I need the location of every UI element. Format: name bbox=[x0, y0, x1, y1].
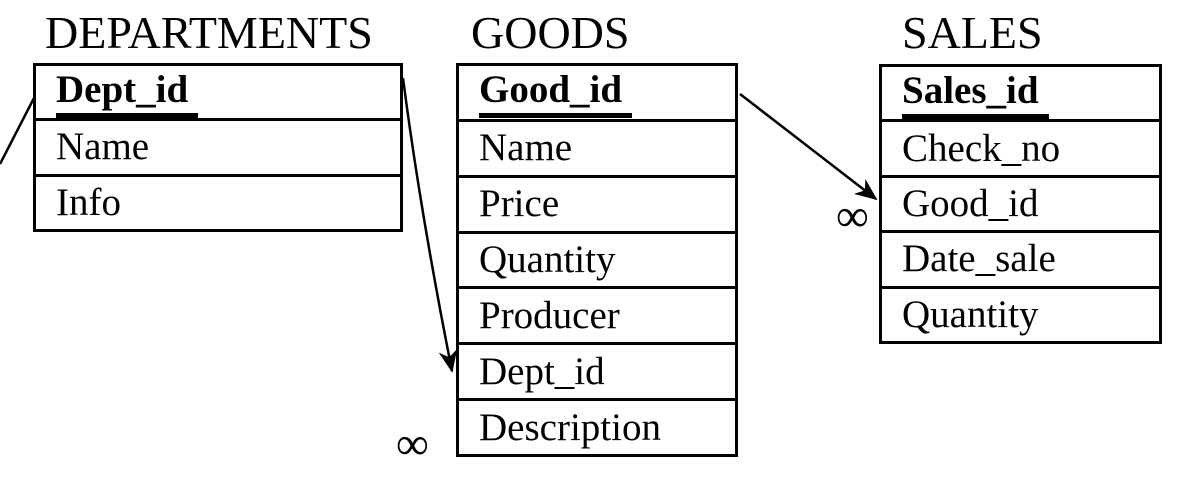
field-label: Producer bbox=[479, 293, 620, 337]
field-label: Dept_id bbox=[479, 349, 605, 393]
table-row: Check_no bbox=[882, 122, 1159, 178]
table-row: Sales_id bbox=[882, 67, 1159, 123]
field-label: Good_id bbox=[902, 182, 1039, 226]
table-row: Name bbox=[459, 122, 735, 178]
table-row: Info bbox=[36, 177, 400, 229]
table-title-sales: SALES bbox=[902, 7, 1043, 58]
table-row: Good_id bbox=[459, 66, 735, 122]
field-label: Quantity bbox=[479, 238, 616, 281]
infinity-cardinality-symbol: ∞ bbox=[396, 418, 429, 469]
table-row: Dept_id bbox=[36, 66, 400, 122]
table-row: Dept_id bbox=[459, 345, 735, 402]
table-sales: Sales_id Check_no Good_id Date_sale Quan… bbox=[879, 64, 1162, 344]
field-label: Info bbox=[56, 180, 121, 224]
table-row: Price bbox=[459, 178, 735, 234]
field-label-primary-key: Sales_id bbox=[902, 68, 1049, 119]
field-label: Price bbox=[479, 182, 560, 226]
relationship-line-departments-goods bbox=[401, 77, 458, 373]
relationship-line-goods-sales bbox=[739, 93, 878, 201]
infinity-cardinality-symbol: ∞ bbox=[836, 190, 869, 241]
table-row: Name bbox=[36, 121, 400, 177]
field-label: Date_sale bbox=[902, 237, 1056, 281]
table-row: Quantity bbox=[882, 289, 1159, 341]
table-row: Good_id bbox=[882, 178, 1159, 234]
table-row: Producer bbox=[459, 289, 735, 346]
table-row: Description bbox=[459, 401, 735, 454]
table-title-departments: DEPARTMENTS bbox=[45, 7, 373, 58]
table-departments: Dept_id Name Info bbox=[33, 63, 403, 232]
table-row: Date_sale bbox=[882, 233, 1159, 289]
field-label: Description bbox=[479, 405, 661, 449]
table-title-goods: GOODS bbox=[471, 7, 630, 58]
field-label-primary-key: Good_id bbox=[479, 67, 633, 118]
table-goods: Good_id Name Price Quantity Producer Dep… bbox=[456, 63, 738, 457]
relationship-line-offscreen-departments bbox=[0, 97, 36, 165]
field-label: Check_no bbox=[902, 126, 1061, 170]
field-label-primary-key: Dept_id bbox=[56, 67, 199, 118]
field-label: Name bbox=[479, 126, 573, 170]
table-row: Quantity bbox=[459, 234, 735, 290]
field-label: Name bbox=[56, 125, 150, 169]
field-label: Quantity bbox=[902, 292, 1039, 336]
